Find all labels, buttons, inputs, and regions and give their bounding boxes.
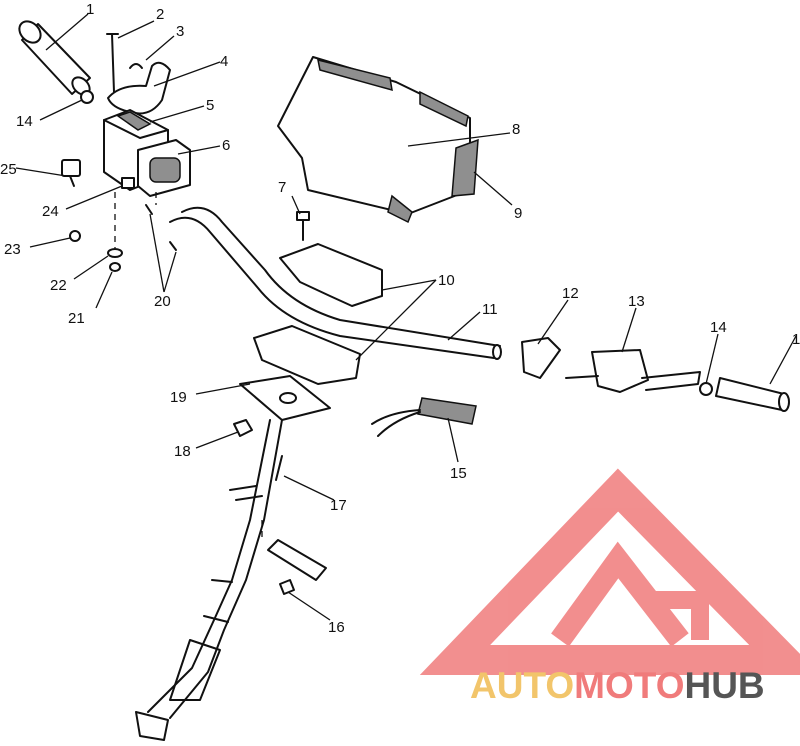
part-12-bracket (521, 337, 561, 379)
watermark-hub: HUB (684, 665, 764, 706)
steering-post (135, 419, 283, 741)
leader-lines (15, 13, 797, 621)
callout-10: 10 (438, 272, 455, 289)
watermark-logo (419, 468, 800, 675)
callout-21: 21 (68, 310, 85, 327)
callout-14-left: 14 (16, 113, 33, 130)
callout-2: 2 (156, 6, 164, 23)
callout-8: 8 (512, 121, 520, 138)
part-14-bushing-left (80, 90, 94, 104)
part-3-clip (129, 63, 143, 69)
part-19-plate (239, 375, 331, 421)
part-1-grip-right (715, 377, 790, 412)
part-18-nut (233, 419, 253, 437)
callout-labels: 1 2 3 4 5 6 7 8 9 10 11 12 13 14 14 15 1… (0, 1, 800, 636)
part-4-throttle-lever (107, 61, 171, 115)
callout-7: 7 (278, 179, 286, 196)
callout-3: 3 (176, 23, 184, 40)
callout-16: 16 (328, 619, 345, 636)
callout-19: 19 (170, 389, 187, 406)
callout-22: 22 (50, 277, 67, 294)
watermark-moto: MOTO (574, 665, 684, 706)
part-24-nut (121, 177, 135, 189)
part-10-lower-clamp (253, 325, 361, 385)
part-1-grip-left (18, 20, 91, 96)
callout-1: 1 (86, 1, 94, 18)
part-14-bushing-right (699, 382, 713, 396)
callout-11: 11 (482, 301, 498, 318)
part-22-washer (107, 248, 123, 258)
part-6-housing (137, 139, 191, 197)
part-17-screw (275, 455, 283, 481)
callout-13: 13 (628, 293, 645, 310)
part-2-pin (106, 33, 119, 93)
callout-24: 24 (42, 203, 59, 220)
svg-text:AUTOMOTOHUB: AUTOMOTOHUB (470, 665, 765, 706)
callout-20: 20 (154, 293, 171, 310)
part-23-nut (69, 230, 81, 242)
part-16-nut (279, 579, 295, 595)
part-25-switch (61, 159, 81, 187)
part-15-heater-element (371, 397, 477, 437)
callout-18: 18 (174, 443, 191, 460)
callout-6: 6 (222, 137, 230, 154)
callout-14-right: 14 (710, 319, 727, 336)
part-21-nut (109, 262, 121, 272)
part-11-handlebar (181, 206, 501, 347)
part-13-brake-master-cylinder (565, 349, 701, 393)
callout-1-right: 1 (792, 331, 800, 348)
part-8-9-handlebar-pad (277, 56, 479, 224)
callout-5: 5 (206, 97, 214, 114)
callout-15: 15 (450, 465, 467, 482)
callout-23: 23 (4, 241, 21, 258)
callout-17: 17 (330, 497, 347, 514)
part-20-screw-b (169, 241, 177, 251)
part-20-screw-a (145, 204, 153, 215)
part-7-bolt (296, 211, 310, 241)
callout-9: 9 (514, 205, 522, 222)
watermark-text: AUTOMOTOHUB (470, 665, 765, 706)
callout-25: 25 (0, 161, 17, 178)
callout-4: 4 (220, 53, 228, 70)
watermark-auto: AUTO (470, 665, 574, 706)
part-16-tube (267, 539, 327, 581)
part-10-upper-clamp (279, 243, 383, 307)
callout-12: 12 (562, 285, 579, 302)
